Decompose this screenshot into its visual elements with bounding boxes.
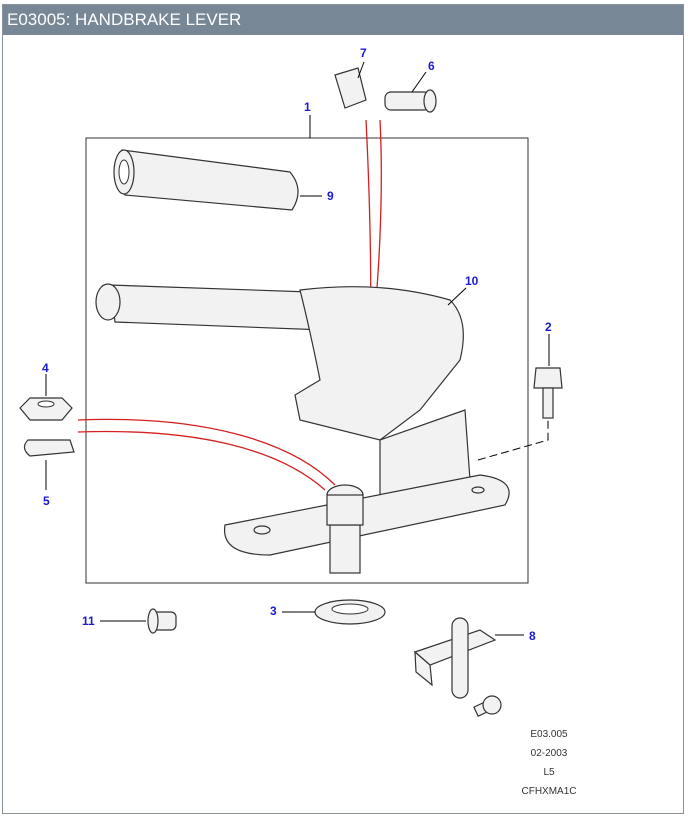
adjuster-knob-part[interactable] — [19, 397, 73, 421]
clip-part[interactable] — [23, 439, 75, 457]
callout-8[interactable]: 8 — [529, 629, 536, 643]
diagram-level: L5 — [543, 767, 555, 778]
page-title: E03005: HANDBRAKE LEVER — [3, 5, 683, 35]
base-plate-part[interactable] — [223, 409, 510, 574]
bolt-part[interactable] — [533, 367, 563, 419]
pin-part[interactable] — [384, 89, 437, 113]
bush-part[interactable] — [147, 608, 177, 634]
callout-6[interactable]: 6 — [428, 59, 435, 73]
callout-1[interactable]: 1 — [304, 100, 311, 114]
diagram-date: 02-2003 — [531, 748, 568, 759]
callout-2[interactable]: 2 — [545, 320, 552, 334]
assembly-box — [85, 137, 529, 584]
callout-7[interactable]: 7 — [360, 46, 367, 60]
diagram-frame — [2, 4, 684, 814]
callout-3[interactable]: 3 — [270, 604, 277, 618]
lever-part[interactable] — [95, 283, 464, 441]
diagram-ref: E03.005 — [530, 729, 568, 740]
clip-part[interactable] — [334, 67, 367, 109]
switch-part[interactable] — [413, 617, 502, 717]
grip-part[interactable] — [113, 149, 299, 211]
callout-11[interactable]: 11 — [82, 614, 95, 628]
callout-10[interactable]: 10 — [465, 274, 479, 288]
diagram-code: CFHXMA1C — [521, 786, 576, 797]
callout-4[interactable]: 4 — [42, 361, 49, 375]
cable — [77, 418, 336, 486]
callout-5[interactable]: 5 — [43, 494, 50, 508]
callout-9[interactable]: 9 — [327, 189, 334, 203]
cable — [77, 430, 326, 491]
washer-part[interactable] — [314, 599, 386, 625]
